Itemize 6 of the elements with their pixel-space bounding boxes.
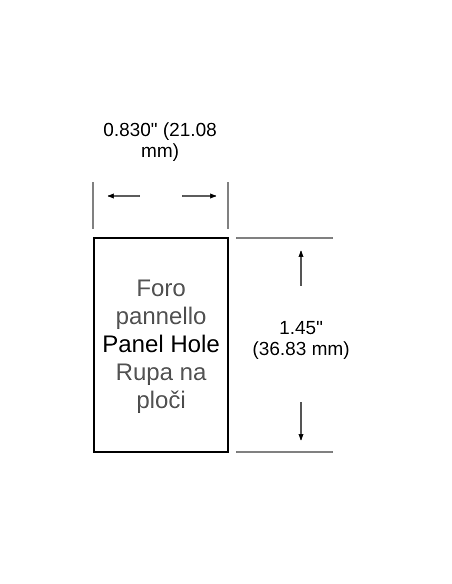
panel-hole-outline <box>93 237 229 453</box>
hole-label: Foro pannello <box>114 275 208 331</box>
hole-label: Panel Hole <box>102 331 220 359</box>
dimension-label: 1.45" (36.83 mm) <box>251 318 351 360</box>
hole-label: Rupa na ploči <box>114 359 208 415</box>
dimension-label: 0.830" (21.08 mm) <box>102 120 218 162</box>
